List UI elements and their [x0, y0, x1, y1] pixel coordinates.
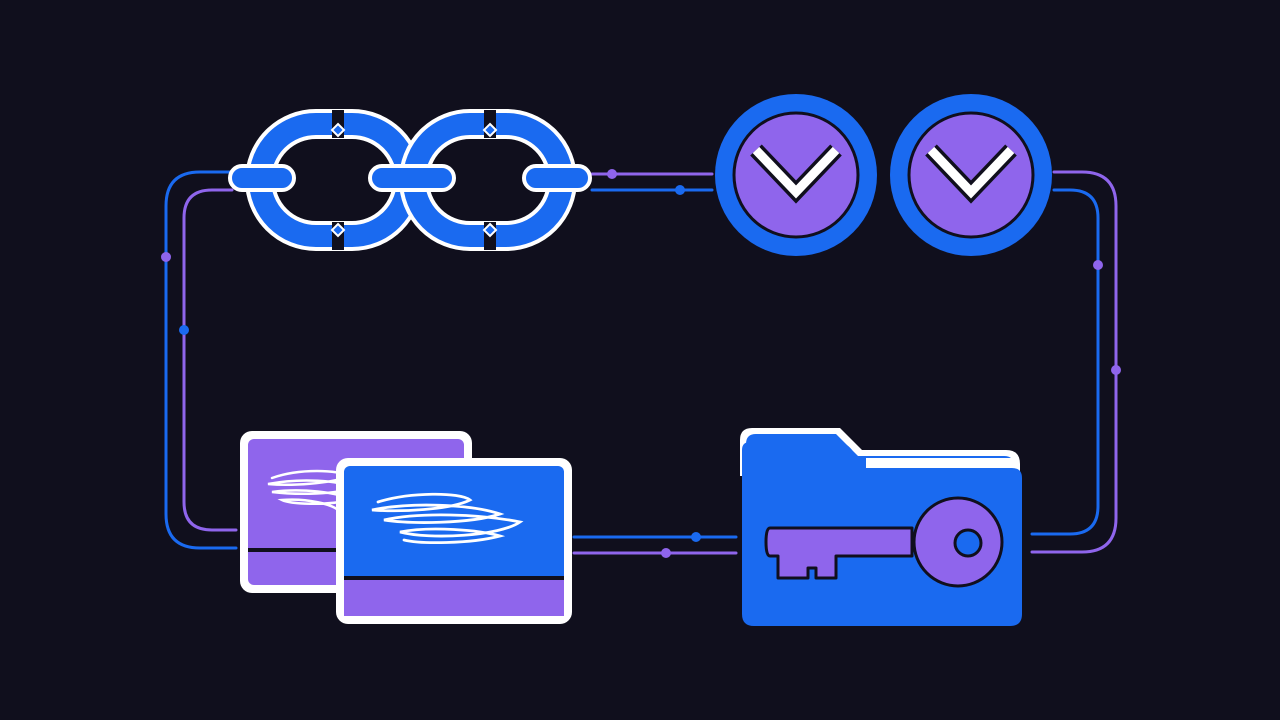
chevron-badge-right: [890, 94, 1052, 256]
chain-link-diamonds: [330, 122, 498, 238]
connector-dot: [675, 185, 685, 195]
chevron-badge-left: [715, 94, 877, 256]
connector-left-inner: [182, 188, 238, 532]
connector-dot: [1093, 260, 1103, 270]
connector-dot: [179, 325, 189, 335]
scribble-card-front: [336, 458, 572, 624]
connector-dot: [161, 252, 171, 262]
connector-dot: [607, 169, 617, 179]
connector-dot: [691, 532, 701, 542]
connector-dots: [161, 169, 1121, 558]
connector-right-inner: [1030, 188, 1100, 536]
chain-link-bars: [228, 164, 592, 192]
connector-dot: [661, 548, 671, 558]
connector-dot: [1111, 365, 1121, 375]
connector-right-outer: [1030, 170, 1118, 554]
key-folder-icon: [740, 428, 1022, 626]
connector-left-outer: [164, 170, 238, 550]
key-icon: [764, 496, 1004, 588]
chain-link-icon: [228, 109, 592, 251]
scribble-icon: [371, 492, 524, 545]
